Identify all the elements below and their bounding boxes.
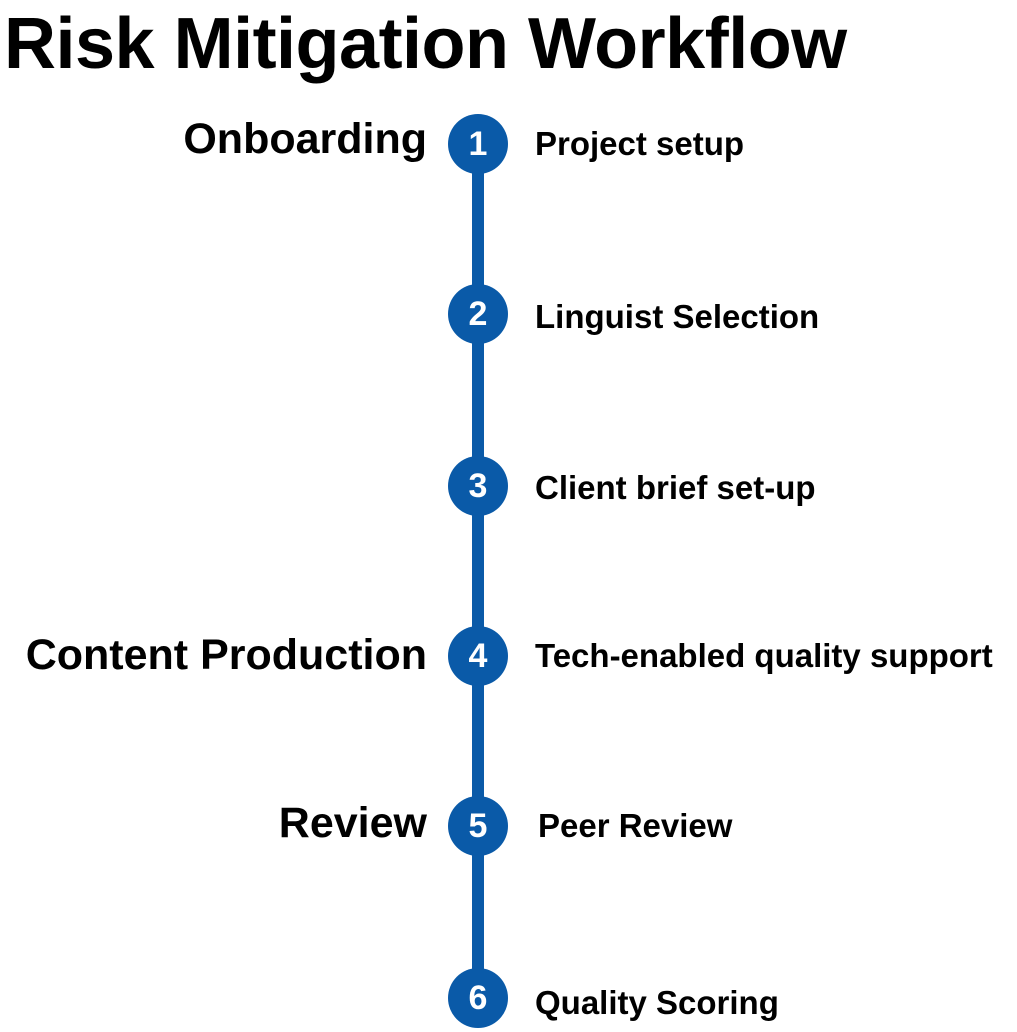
phase-label-review: Review (278, 799, 427, 847)
phase-label-content-production: Content Production (25, 631, 427, 679)
step-label-quality-scoring: Quality Scoring (535, 984, 779, 1021)
phase-label-onboarding: Onboarding (183, 115, 427, 163)
page-title: Risk Mitigation Workflow (4, 4, 847, 84)
step-node-4: 4 (448, 626, 508, 686)
step-node-1: 1 (448, 114, 508, 174)
timeline-line (472, 144, 484, 1000)
step-node-5: 5 (448, 796, 508, 856)
step-node-6: 6 (448, 968, 508, 1028)
step-node-2: 2 (448, 284, 508, 344)
step-label-project-setup: Project setup (535, 125, 745, 162)
step-label-tech-enabled-quality-support: Tech-enabled quality support (535, 637, 993, 674)
step-label-peer-review: Peer Review (538, 807, 733, 844)
step-label-linguist-selection: Linguist Selection (535, 298, 820, 335)
step-node-3: 3 (448, 456, 508, 516)
step-label-client-brief: Client brief set-up (535, 469, 816, 506)
